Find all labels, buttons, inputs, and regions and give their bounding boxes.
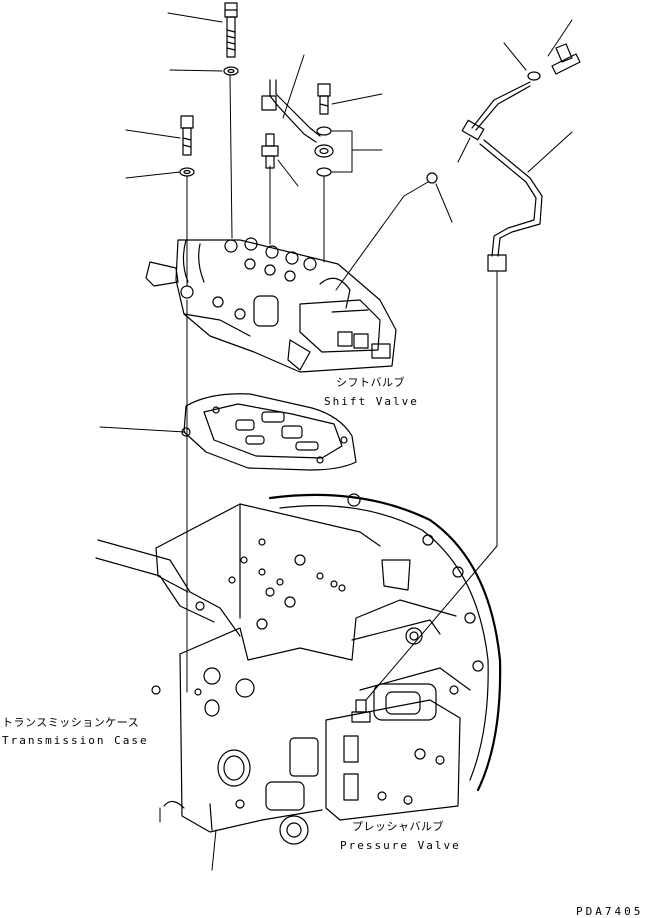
fitting-nipple bbox=[261, 133, 279, 169]
transmission-case bbox=[95, 493, 502, 845]
bolt-top-right bbox=[551, 43, 581, 75]
pressure-valve-label-jp: プレッシャバルブ bbox=[352, 820, 444, 833]
bent-tube-small bbox=[261, 79, 321, 143]
pressure-pipe bbox=[461, 81, 543, 272]
drawing-code: PDA7405 bbox=[576, 905, 644, 918]
shift-valve-label-jp: シフトバルブ bbox=[336, 376, 405, 389]
oring-pipe bbox=[426, 172, 438, 184]
pressure-valve-label-en: Pressure Valve bbox=[340, 839, 461, 852]
pressure-fitting bbox=[351, 699, 371, 723]
washer-r1 bbox=[316, 126, 332, 136]
shift-valve bbox=[145, 237, 397, 373]
transmission-case-label-jp: トランスミッションケース bbox=[2, 716, 140, 729]
transmission-case-label-en: Transmission Case bbox=[2, 734, 149, 747]
bolt-right-small bbox=[317, 83, 331, 115]
shift-valve-label-en: Shift Valve bbox=[324, 395, 419, 408]
washer-r2 bbox=[316, 167, 332, 177]
gasket bbox=[181, 393, 357, 471]
bolt-top-left bbox=[224, 2, 238, 58]
washer-top-right bbox=[527, 71, 541, 81]
washer-top bbox=[223, 66, 239, 76]
leader-lines bbox=[99, 12, 573, 871]
washer-left bbox=[179, 167, 195, 177]
bolt-left bbox=[180, 115, 194, 156]
